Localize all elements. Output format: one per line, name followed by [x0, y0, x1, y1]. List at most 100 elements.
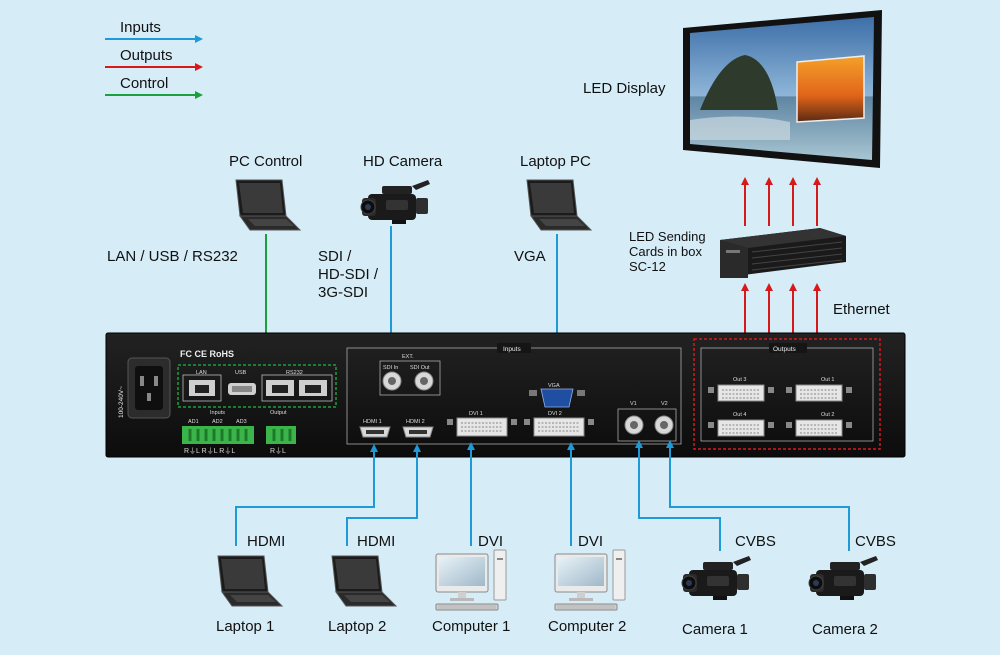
bottom-input-lines: [235, 440, 850, 551]
audio-out-channels: R⏚L: [270, 447, 286, 455]
sdi-connectors[interactable]: EXT. SDI In SDI Out: [379, 354, 441, 396]
cvbs1-line: [635, 440, 721, 551]
out3-label: Out 3: [733, 377, 746, 383]
computer1-conn-label: DVI: [478, 533, 503, 550]
inset-sunset-image: [796, 55, 865, 123]
hdmi1-label: HDMI 1: [363, 419, 382, 425]
cvbs2-line: [666, 440, 850, 551]
sdi-line1-label: SDI /: [318, 248, 352, 265]
outputs-block-title: Outputs: [773, 346, 797, 353]
out4-label: Out 4: [733, 412, 746, 418]
laptop2-name: Laptop 2: [328, 618, 386, 635]
inputs-block-title: Inputs: [503, 346, 521, 353]
laptop-icon: [526, 179, 592, 231]
v1-label: V1: [630, 401, 637, 407]
power-label: 100-240V~: [118, 386, 125, 418]
camera-icon: [360, 179, 431, 225]
camera-icon: [808, 555, 879, 601]
out1-label: Out 1: [821, 377, 834, 383]
bottom-source-laptop-2: HDMI Laptop 2: [328, 533, 397, 635]
top-source-hd-camera: HD Camera SDI / HD-SDI / 3G-SDI: [318, 153, 443, 355]
laptop2-conn-label: HDMI: [357, 533, 395, 550]
ext-label: EXT.: [402, 354, 414, 360]
dvi-outputs[interactable]: Out 3 Out 1 Out 4 Out 2: [708, 377, 852, 437]
ad1-label: AD1: [188, 419, 199, 425]
usb-port[interactable]: USB: [228, 370, 256, 395]
sdi-line2-label: HD-SDI /: [318, 266, 379, 283]
camera1-name: Camera 1: [682, 621, 748, 638]
vga-connector[interactable]: VGA: [529, 383, 585, 408]
power-inlet: 100-240V~: [118, 357, 171, 419]
ad2-label: AD2: [212, 419, 223, 425]
camera1-conn-label: CVBS: [735, 533, 776, 550]
hdmi-connectors[interactable]: HDMI 1 HDMI 2: [359, 419, 434, 438]
island-image: [700, 55, 778, 110]
processor-back-panel: 100-240V~ FC CE RoHS LAN USB RS232 Input…: [105, 332, 906, 458]
laptop-pc-label: Laptop PC: [520, 153, 591, 170]
ethernet-arrows: Ethernet: [741, 283, 891, 340]
pc-control-conn-label: LAN / USB / RS232: [107, 248, 238, 265]
legend: Inputs Outputs Control: [105, 19, 203, 99]
laptop-icon: [235, 179, 301, 231]
audio-output-label: Output: [270, 410, 287, 416]
bottom-source-camera-1: CVBS Camera 1: [681, 533, 776, 638]
ethernet-label: Ethernet: [833, 301, 891, 318]
pc-control-label: PC Control: [229, 153, 302, 170]
computer-icon: [435, 549, 507, 611]
lan-port[interactable]: LAN: [182, 370, 222, 402]
audio-inputs-label: Inputs: [210, 410, 225, 416]
hd-camera-label: HD Camera: [363, 153, 443, 170]
sdi-line3-label: 3G-SDI: [318, 284, 368, 301]
computer1-name: Computer 1: [432, 618, 510, 635]
dvi2-label: DVI 2: [548, 411, 562, 417]
sending-label-line2: Cards in box: [629, 244, 702, 259]
bottom-source-camera-2: CVBS Camera 2: [808, 533, 896, 638]
dvi-connectors[interactable]: DVI 1 DVI 2: [447, 411, 594, 437]
computer2-name: Computer 2: [548, 618, 626, 635]
laptop-icon: [331, 555, 397, 607]
cert-marks: FC CE RoHS: [180, 349, 234, 359]
rs232-label: RS232: [286, 370, 303, 376]
usb-label: USB: [235, 370, 247, 376]
rs232-ports[interactable]: RS232: [261, 370, 333, 402]
computer2-conn-label: DVI: [578, 533, 603, 550]
sending-label-line3: SC-12: [629, 259, 666, 274]
bottom-source-computer-1: DVI Computer 1: [432, 533, 510, 635]
laptop1-name: Laptop 1: [216, 618, 274, 635]
audio-inputs[interactable]: Inputs AD1 AD2 AD3 R⏚L R⏚L R⏚L: [182, 410, 254, 455]
hdmi2-label: HDMI 2: [406, 419, 425, 425]
vga-label: VGA: [548, 383, 560, 389]
top-source-pc-control: PC Control LAN / USB / RS232: [107, 153, 302, 361]
legend-control-label: Control: [120, 75, 168, 92]
camera-icon: [681, 555, 752, 601]
camera2-conn-label: CVBS: [855, 533, 896, 550]
led-sending-box: LED Sending Cards in box SC-12: [629, 228, 846, 278]
camera2-name: Camera 2: [812, 621, 878, 638]
sdi-out-label: SDI Out: [410, 365, 430, 371]
legend-inputs-label: Inputs: [120, 19, 161, 36]
led-display-label: LED Display: [583, 80, 666, 97]
sdi-in-label: SDI In: [383, 365, 398, 371]
laptop1-conn-label: HDMI: [247, 533, 285, 550]
hdmi2-line: [346, 444, 421, 546]
out2-label: Out 2: [821, 412, 834, 418]
laptop-icon: [217, 555, 283, 607]
dvi1-label: DVI 1: [469, 411, 483, 417]
led-display: LED Display: [583, 10, 882, 168]
ad3-label: AD3: [236, 419, 247, 425]
sending-label-line1: LED Sending: [629, 229, 706, 244]
v2-label: V2: [661, 401, 668, 407]
computer-icon: [554, 549, 626, 611]
outputs-highlight: [693, 338, 881, 450]
audio-in-channels: R⏚L R⏚L R⏚L: [184, 447, 235, 455]
display-feed-arrows: [741, 177, 821, 226]
bottom-source-laptop-1: HDMI Laptop 1: [216, 533, 285, 635]
bottom-source-computer-2: DVI Computer 2: [548, 533, 626, 635]
hdmi1-line: [235, 444, 378, 546]
lan-label: LAN: [196, 370, 207, 376]
audio-output[interactable]: Output R⏚L: [266, 410, 296, 455]
legend-outputs-label: Outputs: [120, 47, 173, 64]
cvbs-connectors[interactable]: V1 V2: [617, 401, 677, 442]
